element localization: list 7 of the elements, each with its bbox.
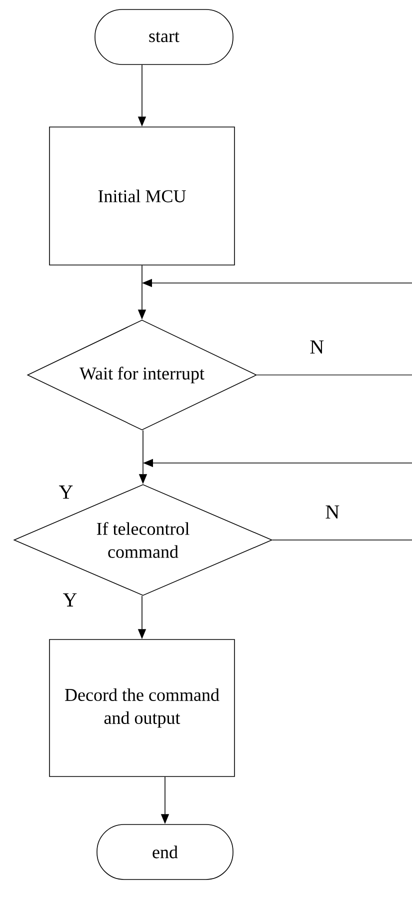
edge-label: Y (58, 484, 74, 500)
edge-label: N (308, 339, 326, 355)
process-box: Decord the command and output (49, 639, 235, 777)
terminal-box: start (94, 9, 234, 65)
process-box: Initial MCU (49, 126, 235, 266)
edge-label: N (324, 504, 341, 520)
terminal-box: end (96, 824, 234, 880)
